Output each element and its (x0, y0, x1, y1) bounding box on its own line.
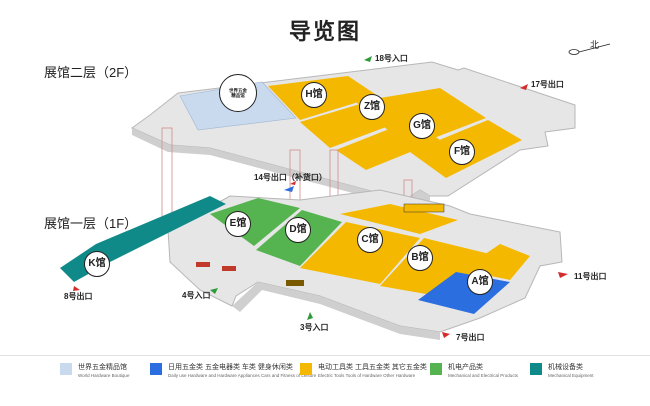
floor-1f-label: 展馆一层（1F） (44, 216, 138, 231)
exit-3-label: 3号入口 (300, 323, 329, 332)
exit-11-label: 11号出口 (574, 272, 607, 281)
hall-1f-extra-zone[interactable] (340, 204, 458, 234)
compass-label: 北 (590, 40, 600, 50)
hall-badge-e[interactable]: E馆 (225, 211, 251, 237)
hall-badge-d[interactable]: D馆 (285, 217, 311, 243)
compass-icon (568, 43, 611, 55)
legend-swatch (300, 363, 312, 375)
hall-badge-h[interactable]: H馆 (301, 82, 327, 108)
hall-badge-w[interactable]: 世界五金 精品馆 (219, 74, 257, 112)
legend: 世界五金精品馆 World Hardware Boutique 日用五金类 五金… (60, 362, 640, 398)
exit-arrows (73, 56, 568, 338)
exit-7-label: 7号出口 (456, 333, 485, 342)
floor-2f (131, 61, 576, 207)
hall-badge-z[interactable]: Z馆 (359, 94, 385, 120)
floor-2f-label: 展馆二层（2F） (44, 65, 138, 80)
hall-c-zone[interactable] (300, 222, 420, 284)
exit-14-label: 14号出口（补货口） (254, 173, 327, 182)
hall-badge-c[interactable]: C馆 (357, 227, 383, 253)
hall-badge-g[interactable]: G馆 (409, 113, 435, 139)
hall-e-zone[interactable] (210, 198, 300, 246)
legend-divider (0, 355, 650, 356)
legend-swatch (60, 363, 72, 375)
exit-4-label: 4号入口 (182, 291, 211, 300)
hall-badge-f[interactable]: F馆 (449, 139, 475, 165)
exit-17-label: 17号出口 (531, 80, 564, 89)
legend-swatch (530, 363, 542, 375)
exit-8-label: 8号出口 (64, 292, 93, 301)
exit-18-label: 18号入口 (375, 54, 408, 63)
hall-badge-b[interactable]: B馆 (407, 245, 433, 271)
legend-swatch (150, 363, 162, 375)
hall-badge-a[interactable]: A馆 (467, 269, 493, 295)
page-title: 导览图 (288, 19, 361, 44)
legend-swatch (430, 363, 442, 375)
hall-badge-k[interactable]: K馆 (84, 251, 110, 277)
